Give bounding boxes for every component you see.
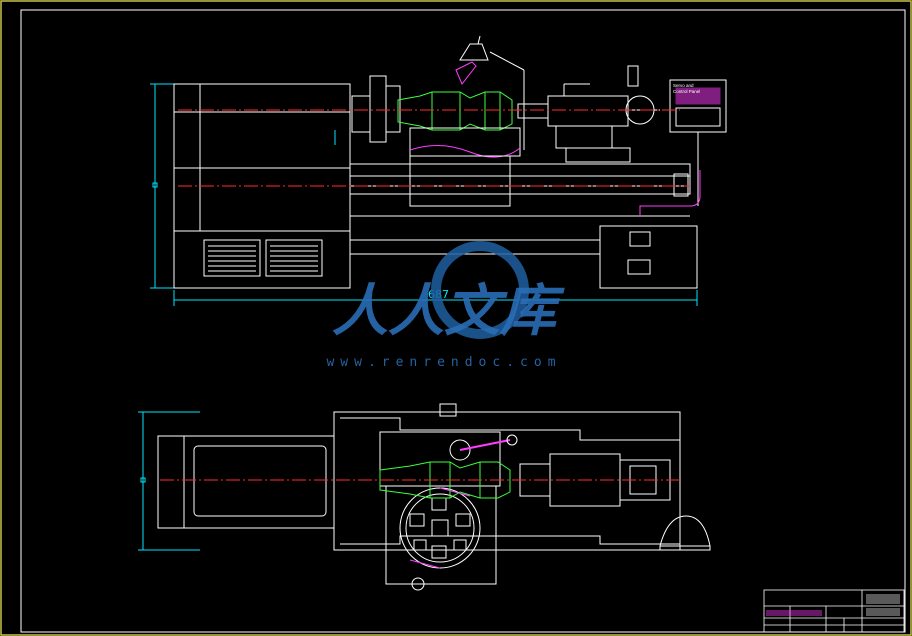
foot-pedal	[659, 515, 711, 547]
control-panel-subtitle: Control Panel	[673, 89, 700, 94]
tail-cabinet	[599, 225, 698, 289]
watermark-logo-ring	[431, 241, 529, 339]
base-cabinet	[173, 230, 351, 289]
tailstock-body	[547, 95, 629, 127]
vent-grille-left	[203, 239, 261, 277]
carriage-apron	[409, 155, 511, 207]
workpiece-front	[397, 91, 513, 131]
vent-grille-right	[265, 239, 323, 277]
top-view	[138, 403, 711, 591]
spindle-flange	[351, 95, 371, 133]
watermark-url: www.renrendoc.com	[326, 355, 561, 370]
grille-slats	[208, 245, 318, 272]
dimension-lines	[150, 83, 698, 306]
tool-turret	[399, 487, 481, 569]
control-panel	[669, 79, 727, 206]
lathe-bed	[349, 163, 691, 195]
control-panel-title: Servo and	[673, 83, 694, 88]
top-dimension-lines	[138, 411, 200, 551]
work-lamp	[455, 35, 525, 150]
chuck	[369, 75, 387, 143]
watermark-logo-text: 人人文库	[332, 278, 565, 344]
tailstock-quill	[517, 103, 549, 119]
title-block	[763, 589, 905, 633]
cross-slide-top	[379, 431, 501, 487]
watermark: 人人文库 www.renrendoc.com	[326, 241, 565, 370]
inner-frame	[20, 9, 906, 633]
cross-slide	[409, 127, 521, 157]
